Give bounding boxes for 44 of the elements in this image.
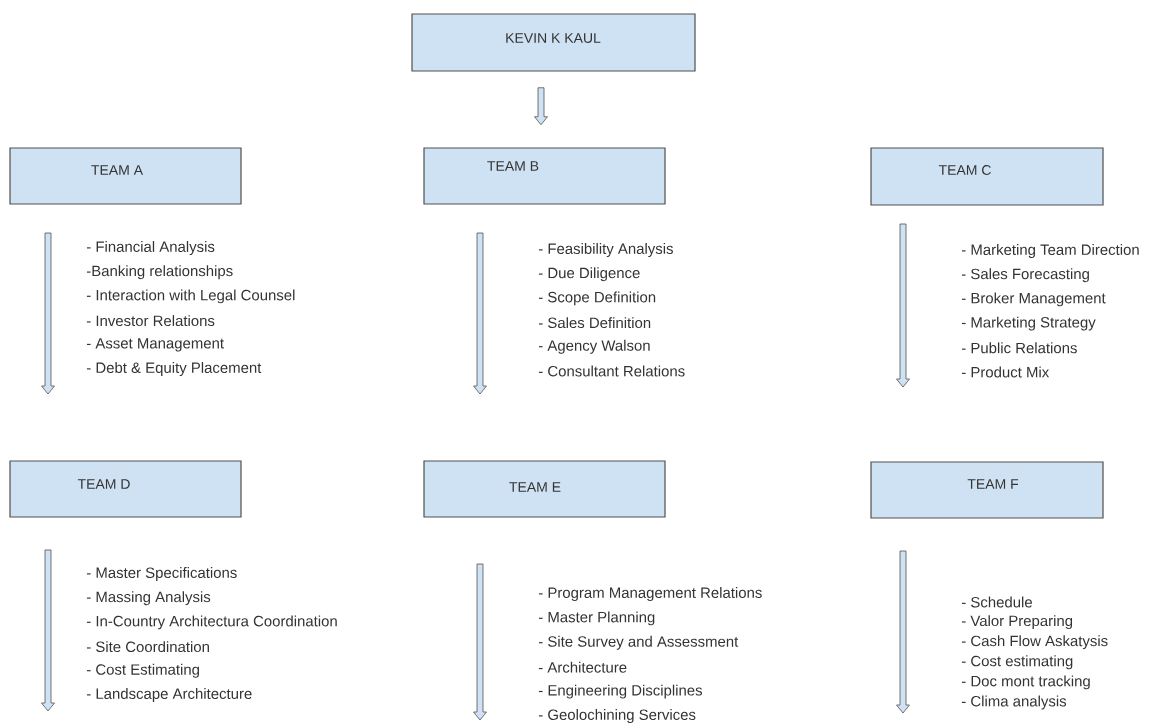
list-item: - In-Country Architectura Coordination xyxy=(86,615,337,630)
list-item: - Master Specifications xyxy=(86,567,237,581)
list-item: - Architecture xyxy=(538,661,627,673)
list-item: - Clima analysis xyxy=(961,695,1067,710)
list-item: - Asset Management xyxy=(86,338,224,352)
list-item: - Due Diligence xyxy=(538,267,640,282)
list-item: - Financial Analysis xyxy=(86,241,215,255)
list-item: - Investor Relations xyxy=(86,315,215,327)
list-item: - Cost Estimating xyxy=(86,663,199,678)
team-box: TEAM F xyxy=(870,461,1104,519)
list-item: - Site Survey and Assessment xyxy=(538,635,739,650)
list-item: - Broker Management xyxy=(961,292,1106,307)
list-item: - Agency Walson xyxy=(538,339,650,354)
list-item: -Banking relationships xyxy=(86,265,233,280)
team-box: TEAM D xyxy=(9,460,242,518)
team-box: TEAM A xyxy=(9,147,242,205)
list-item: - Schedule xyxy=(961,596,1032,608)
list-item: - Sales Forecasting xyxy=(961,268,1089,283)
list-item: - Engineering Disciplines xyxy=(538,684,703,699)
list-item: - Product Mix xyxy=(961,366,1050,378)
team-box: TEAM B xyxy=(423,147,666,205)
list-item: - Marketing Team Direction xyxy=(961,244,1139,258)
list-item: - Geolochining Services xyxy=(538,709,696,723)
list-item: - Consultant Relations xyxy=(538,365,685,377)
arrow xyxy=(534,87,548,126)
list-item: - Feasibility Analysis xyxy=(538,243,673,257)
team-box: KEVIN K KAUL xyxy=(411,13,696,72)
list-item: - Scope Definition xyxy=(538,291,656,306)
list-item: - Valor Preparing xyxy=(961,615,1073,630)
list-item: - Landscape Architecture xyxy=(86,688,252,702)
list-item: - Massing Analysis xyxy=(86,591,211,606)
list-item: - Doc mont tracking xyxy=(961,675,1090,690)
list-item: - Cost estimating xyxy=(961,655,1073,670)
list-item: - Program Management Relations xyxy=(538,587,762,601)
list-item: - Debt & Equity Placement xyxy=(86,362,262,376)
list-item: - Public Relations xyxy=(961,342,1077,354)
list-item: - Site Coordination xyxy=(86,641,209,653)
team-box: TEAM E xyxy=(423,460,666,518)
list-item: - Sales Definition xyxy=(538,317,651,329)
team-box: TEAM C xyxy=(870,147,1104,206)
list-item: - Marketing Strategy xyxy=(961,316,1096,331)
list-item: - Interaction with Legal Counsel xyxy=(86,289,295,304)
list-item: - Master Planning xyxy=(538,611,655,626)
list-item: - Cash Flow Askatysis xyxy=(961,635,1108,650)
